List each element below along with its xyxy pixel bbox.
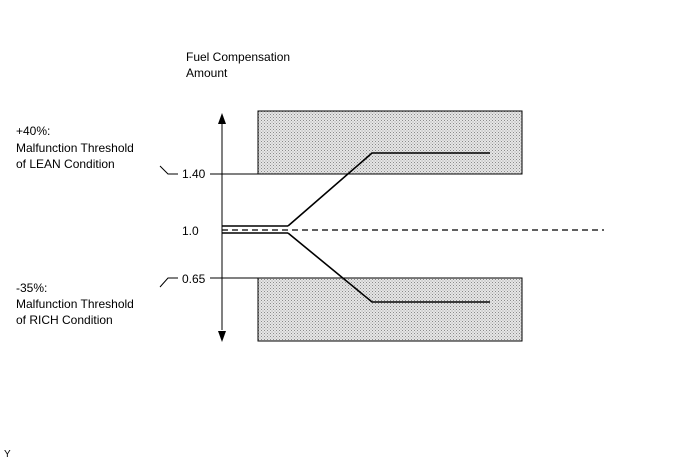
corner-mark: Y <box>4 449 11 459</box>
tick-label-1-0: 1.0 <box>182 224 199 238</box>
tick-label-1-40: 1.40 <box>182 167 206 181</box>
y-axis-arrow-down <box>218 331 226 342</box>
rich-label-line2: Malfunction Threshold <box>16 297 134 311</box>
tick-label-0-65: 0.65 <box>182 272 206 286</box>
lean-label-leader <box>159 165 178 175</box>
lean-label-line3: of LEAN Condition <box>16 157 115 171</box>
y-axis-arrow-up <box>218 113 226 124</box>
lean-label-line2: Malfunction Threshold <box>16 141 134 155</box>
rich-label-line1: -35%: <box>16 281 47 295</box>
rich-label-leader <box>159 277 178 288</box>
axis-title-line2: Amount <box>186 66 228 80</box>
rich-malfunction-zone <box>257 277 523 342</box>
rich-label-line3: of RICH Condition <box>16 313 113 327</box>
rich-trajectory-line <box>287 232 490 303</box>
lean-malfunction-zone <box>257 110 523 175</box>
lean-label-line1: +40%: <box>16 124 50 138</box>
axis-title-line1: Fuel Compensation <box>186 50 290 64</box>
lean-trajectory-line <box>287 152 490 227</box>
